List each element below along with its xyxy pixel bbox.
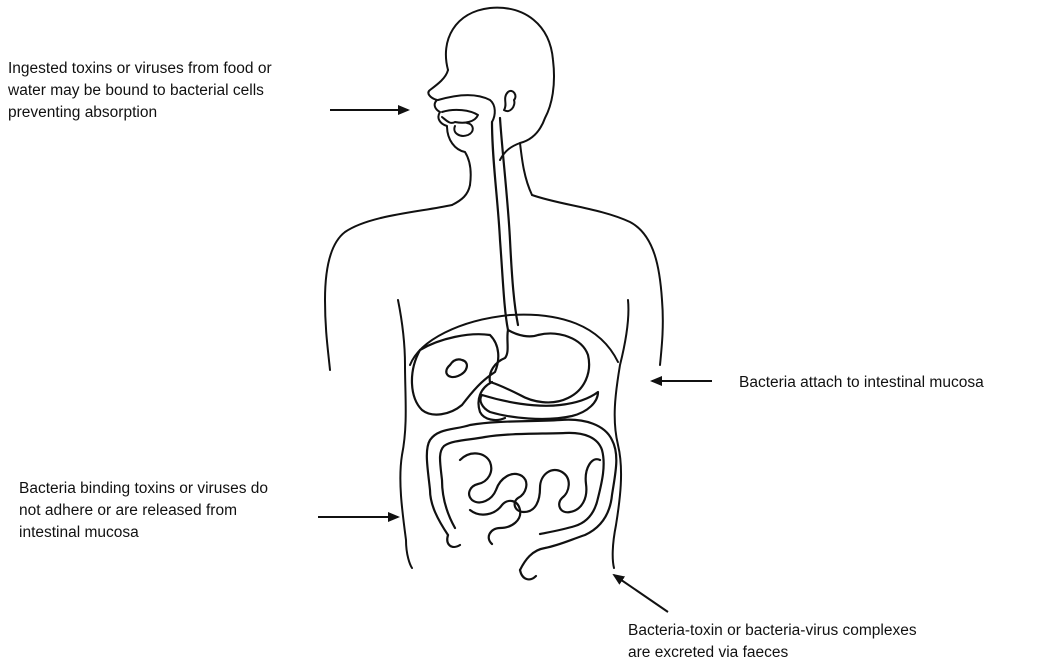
label-complexes-excreted: Bacteria-toxin or bacteria-virus complex… (628, 620, 917, 664)
label-line: Ingested toxins or viruses from food or (8, 58, 272, 80)
body-outline (325, 8, 663, 568)
label-line: intestinal mucosa (19, 522, 268, 544)
stomach (490, 330, 589, 402)
left-shoulder-arm (325, 205, 452, 370)
label-line: water may be bound to bacterial cells (8, 80, 272, 102)
small-intestine-lower (470, 501, 520, 544)
label-ingested-toxins: Ingested toxins or viruses from food or … (8, 58, 272, 124)
palate-shape (454, 123, 472, 136)
neck-front (452, 185, 470, 205)
label-line: Bacteria-toxin or bacteria-virus complex… (628, 620, 917, 642)
oral-cavity (438, 95, 495, 122)
label-line: Bacteria attach to intestinal mucosa (739, 372, 984, 394)
label-bacteria-binding: Bacteria binding toxins or viruses do no… (19, 478, 268, 544)
head-outline (446, 8, 554, 160)
esophagus (492, 118, 518, 330)
tongue (442, 110, 478, 123)
ear (504, 91, 515, 111)
face-profile (428, 70, 470, 185)
label-line: not adhere or are released from (19, 500, 268, 522)
appendix (447, 535, 460, 547)
large-intestine-inner (440, 433, 604, 534)
gallbladder (446, 359, 467, 377)
label-bacteria-attach: Bacteria attach to intestinal mucosa (739, 372, 984, 394)
arrow-bottom (614, 575, 668, 612)
small-intestine (460, 453, 600, 512)
liver (412, 334, 498, 414)
pancreas (480, 392, 598, 419)
neck-back (520, 143, 532, 195)
rectum (520, 570, 536, 579)
torso-right (613, 300, 629, 568)
label-line: are excreted via faeces (628, 642, 917, 664)
label-line: Bacteria binding toxins or viruses do (19, 478, 268, 500)
label-line: preventing absorption (8, 102, 272, 124)
right-shoulder-arm (532, 195, 663, 365)
torso-left (398, 300, 412, 568)
